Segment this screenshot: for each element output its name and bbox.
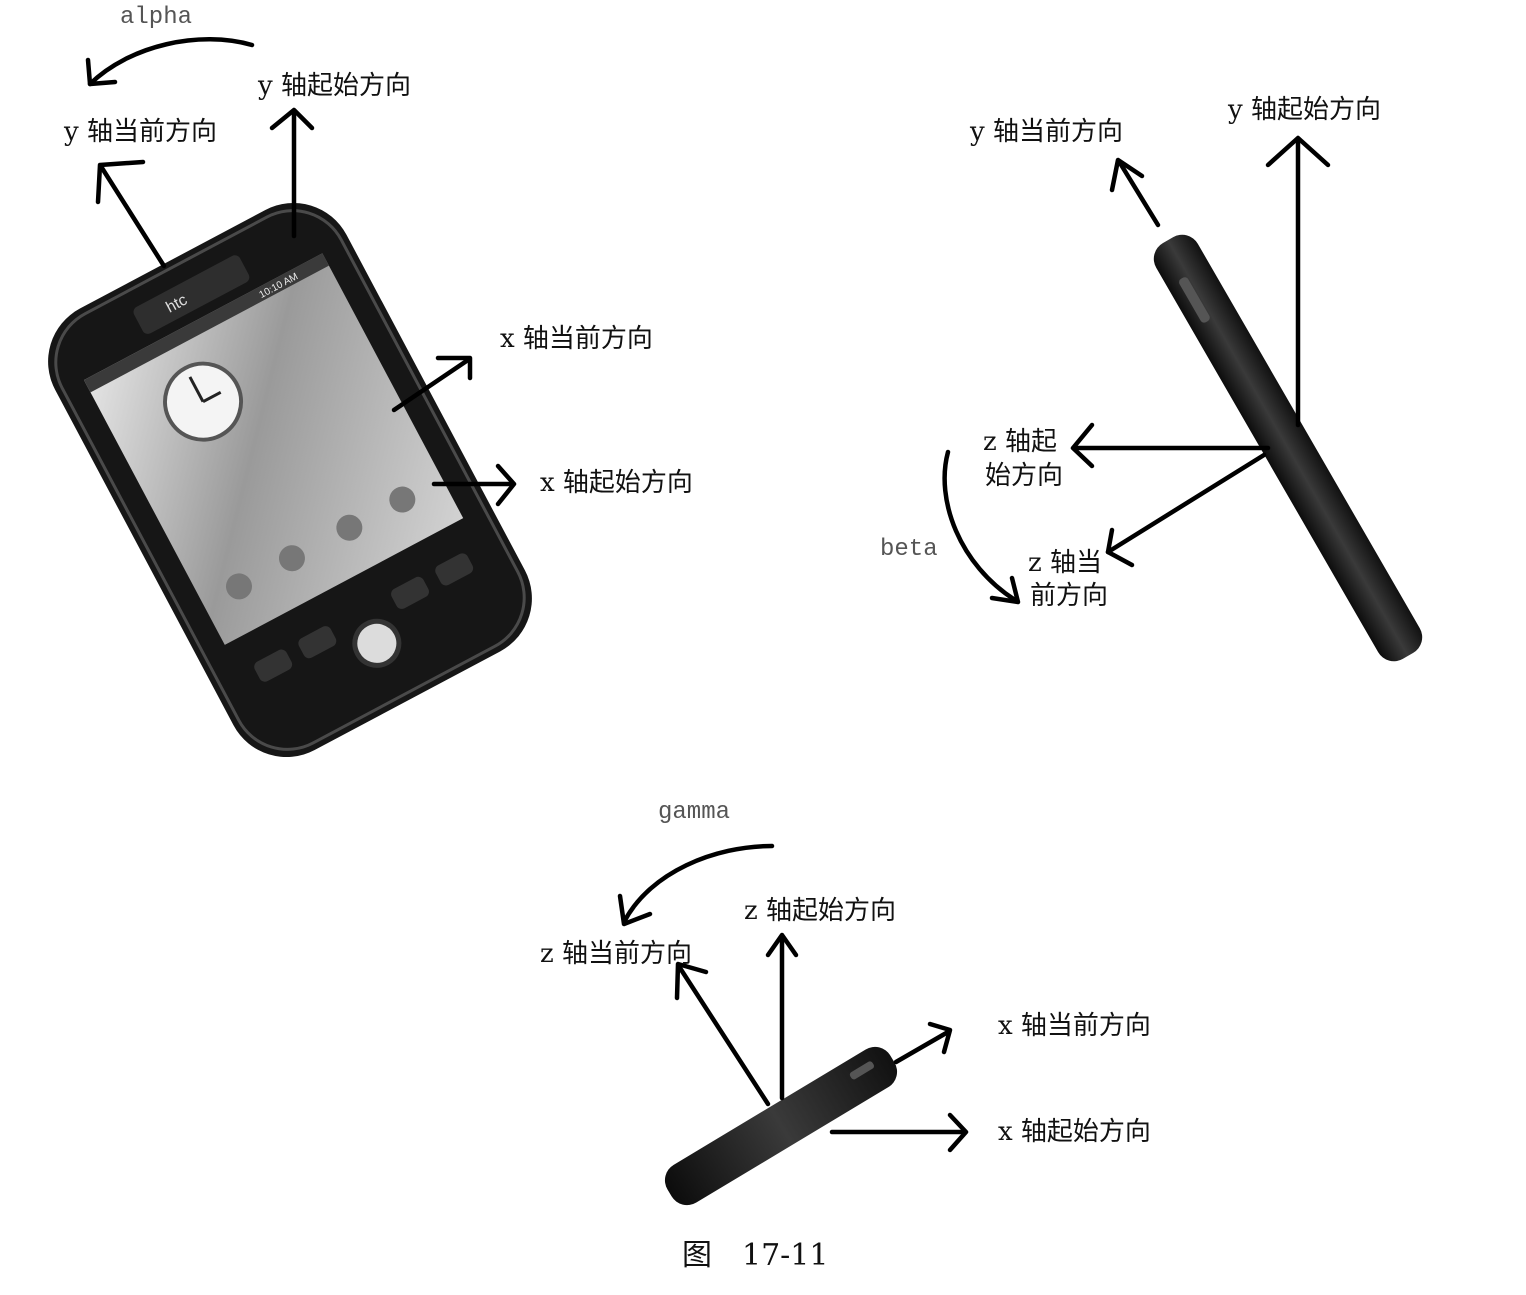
beta-y-current-label: y 轴当前方向 <box>969 117 1123 147</box>
alpha-y-initial-label: y 轴起始方向 <box>257 71 411 101</box>
beta-y-initial-label: y 轴起始方向 <box>1227 95 1381 125</box>
gamma-x-current-arrow <box>893 1021 953 1065</box>
gamma-rotation-label: gamma <box>658 799 730 826</box>
gamma-panel: gamma z 轴起始方向 z 轴当前方向 x 轴当前方向 x <box>540 799 1151 1206</box>
contacts-icon <box>278 545 305 572</box>
gamma-z-initial-arrow <box>765 932 799 1101</box>
alpha-y-initial-arrow <box>269 107 315 239</box>
phone-screen <box>83 253 464 645</box>
phone-side-beta <box>1153 234 1423 662</box>
alpha-x-current-label: x 轴当前方向 <box>500 324 653 354</box>
alpha-rotation-arrow <box>85 37 255 87</box>
browser-icon <box>336 514 363 541</box>
alpha-x-initial-label: x 轴起始方向 <box>540 468 693 498</box>
alpha-panel: alpha htc 10:10 AM <box>48 4 693 758</box>
gamma-z-current-arrow <box>674 961 771 1107</box>
gamma-z-initial-label: z 轴起始方向 <box>744 896 896 926</box>
gamma-z-current-label: z 轴当前方向 <box>540 939 692 969</box>
maps-icon <box>389 486 416 513</box>
beta-z-initial-label-line1: z 轴起 <box>983 427 1057 457</box>
status-bar <box>83 253 329 393</box>
beta-y-current-arrow <box>1109 157 1161 228</box>
beta-z-initial-arrow <box>1070 422 1271 469</box>
figure-caption: 图 17-11 <box>682 1238 828 1273</box>
alpha-y-current-label: y 轴当前方向 <box>63 117 217 147</box>
alpha-x-initial-arrow <box>431 463 517 507</box>
beta-z-current-arrow <box>1105 452 1267 568</box>
phone-side-gamma <box>664 1046 898 1206</box>
trackball <box>352 618 402 668</box>
gamma-x-initial-arrow <box>829 1112 969 1153</box>
alpha-x-current-arrow <box>391 355 473 413</box>
gamma-x-current-label: x 轴当前方向 <box>998 1011 1151 1041</box>
alpha-rotation-label: alpha <box>120 4 192 31</box>
gamma-x-initial-label: x 轴起始方向 <box>998 1117 1151 1147</box>
phone-body-side <box>664 1046 898 1206</box>
alpha-y-current-arrow <box>95 159 167 269</box>
beta-y-initial-arrow <box>1265 135 1331 428</box>
beta-z-initial-label-line2: 始方向 <box>985 461 1063 491</box>
beta-z-current-label-line2: 前方向 <box>1030 581 1108 611</box>
beta-rotation-label: beta <box>880 536 938 563</box>
dialer-icon <box>225 573 252 600</box>
phone-body-side <box>1153 234 1423 662</box>
beta-z-current-label-line1: z 轴当 <box>1028 548 1102 578</box>
gamma-rotation-arrow <box>617 843 775 927</box>
beta-rotation-arrow <box>942 449 1021 605</box>
beta-panel: y 轴起始方向 y 轴当前方向 z 轴起 始方向 beta z 轴当 前方向 <box>880 95 1423 662</box>
phone-front: htc 10:10 AM <box>48 202 532 758</box>
